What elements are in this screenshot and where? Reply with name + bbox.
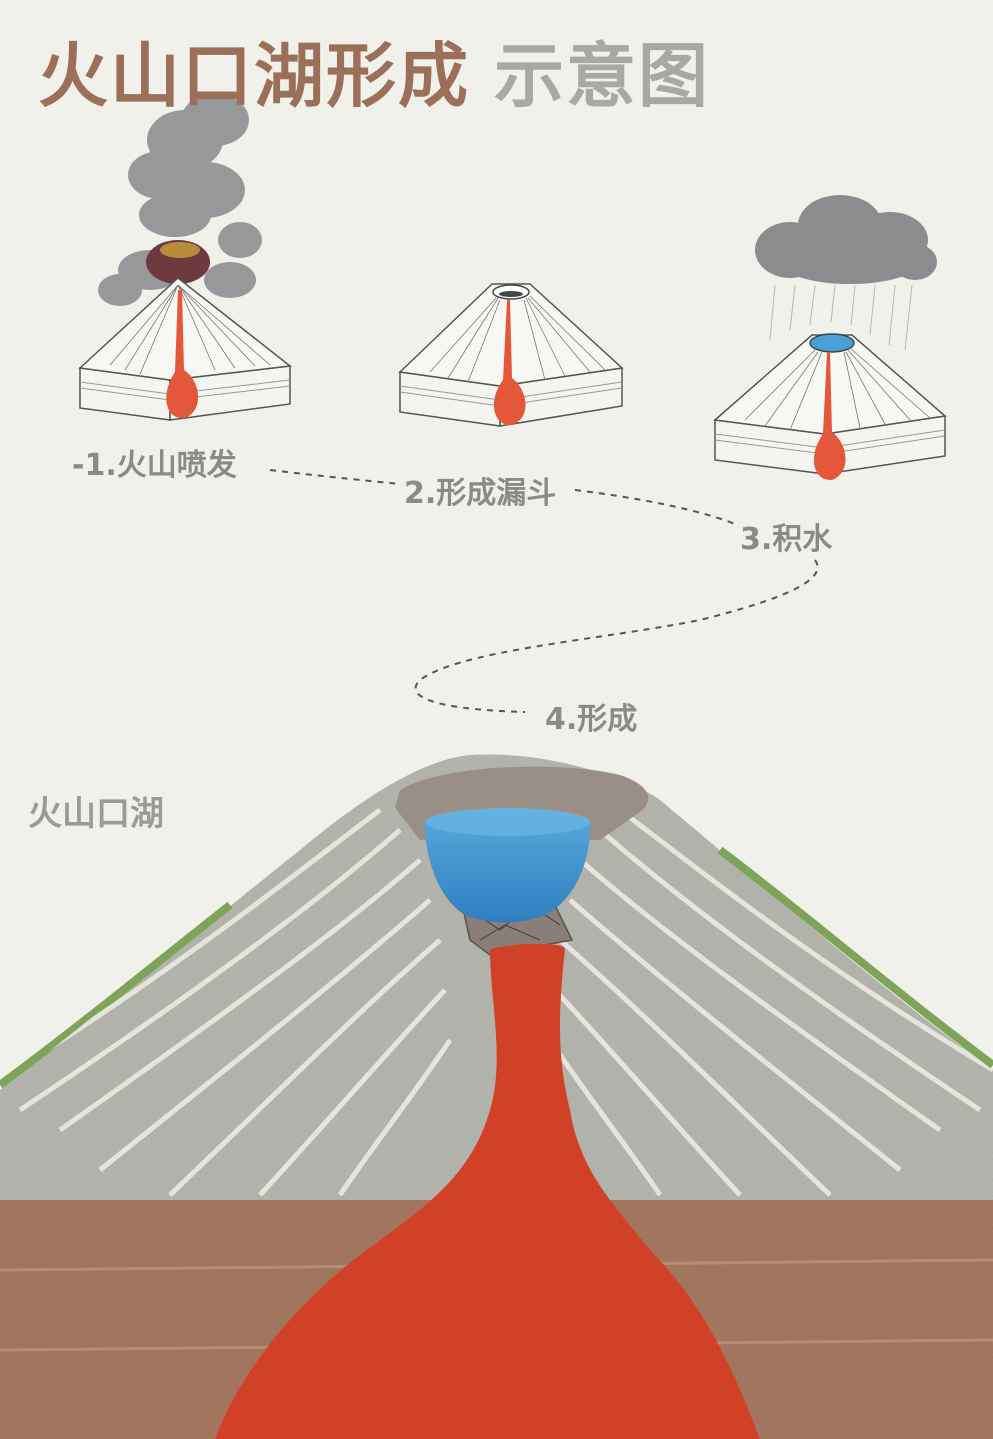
grass-left	[0, 901, 233, 1089]
step-4-label: 4.形成	[545, 702, 638, 737]
crater-lake-small	[809, 333, 855, 353]
rain-cloud	[755, 195, 937, 284]
strata-lines	[0, 808, 993, 1197]
magma-conduit	[215, 943, 760, 1439]
crater-lake-cross-section	[0, 754, 993, 1439]
volcano-water	[713, 195, 947, 481]
step-3-label: 3.积水	[740, 522, 833, 557]
title-sub: 示意图	[494, 35, 710, 117]
volcano-eruption	[78, 94, 292, 421]
grass-right	[717, 846, 993, 1069]
step-1-label: -1.火山喷发	[72, 448, 237, 483]
page-title: 火山口湖形成示意图	[38, 20, 710, 121]
process-path	[269, 469, 819, 713]
step-2-label: 2.形成漏斗	[404, 476, 557, 511]
crater-lake	[424, 808, 591, 923]
title-main: 火山口湖形成	[38, 35, 470, 117]
crater-lake-label: 火山口湖	[28, 794, 164, 834]
smoke-cloud	[98, 94, 262, 306]
rain	[769, 284, 913, 351]
magma-chamber	[166, 290, 199, 419]
volcano-funnel	[398, 283, 624, 427]
